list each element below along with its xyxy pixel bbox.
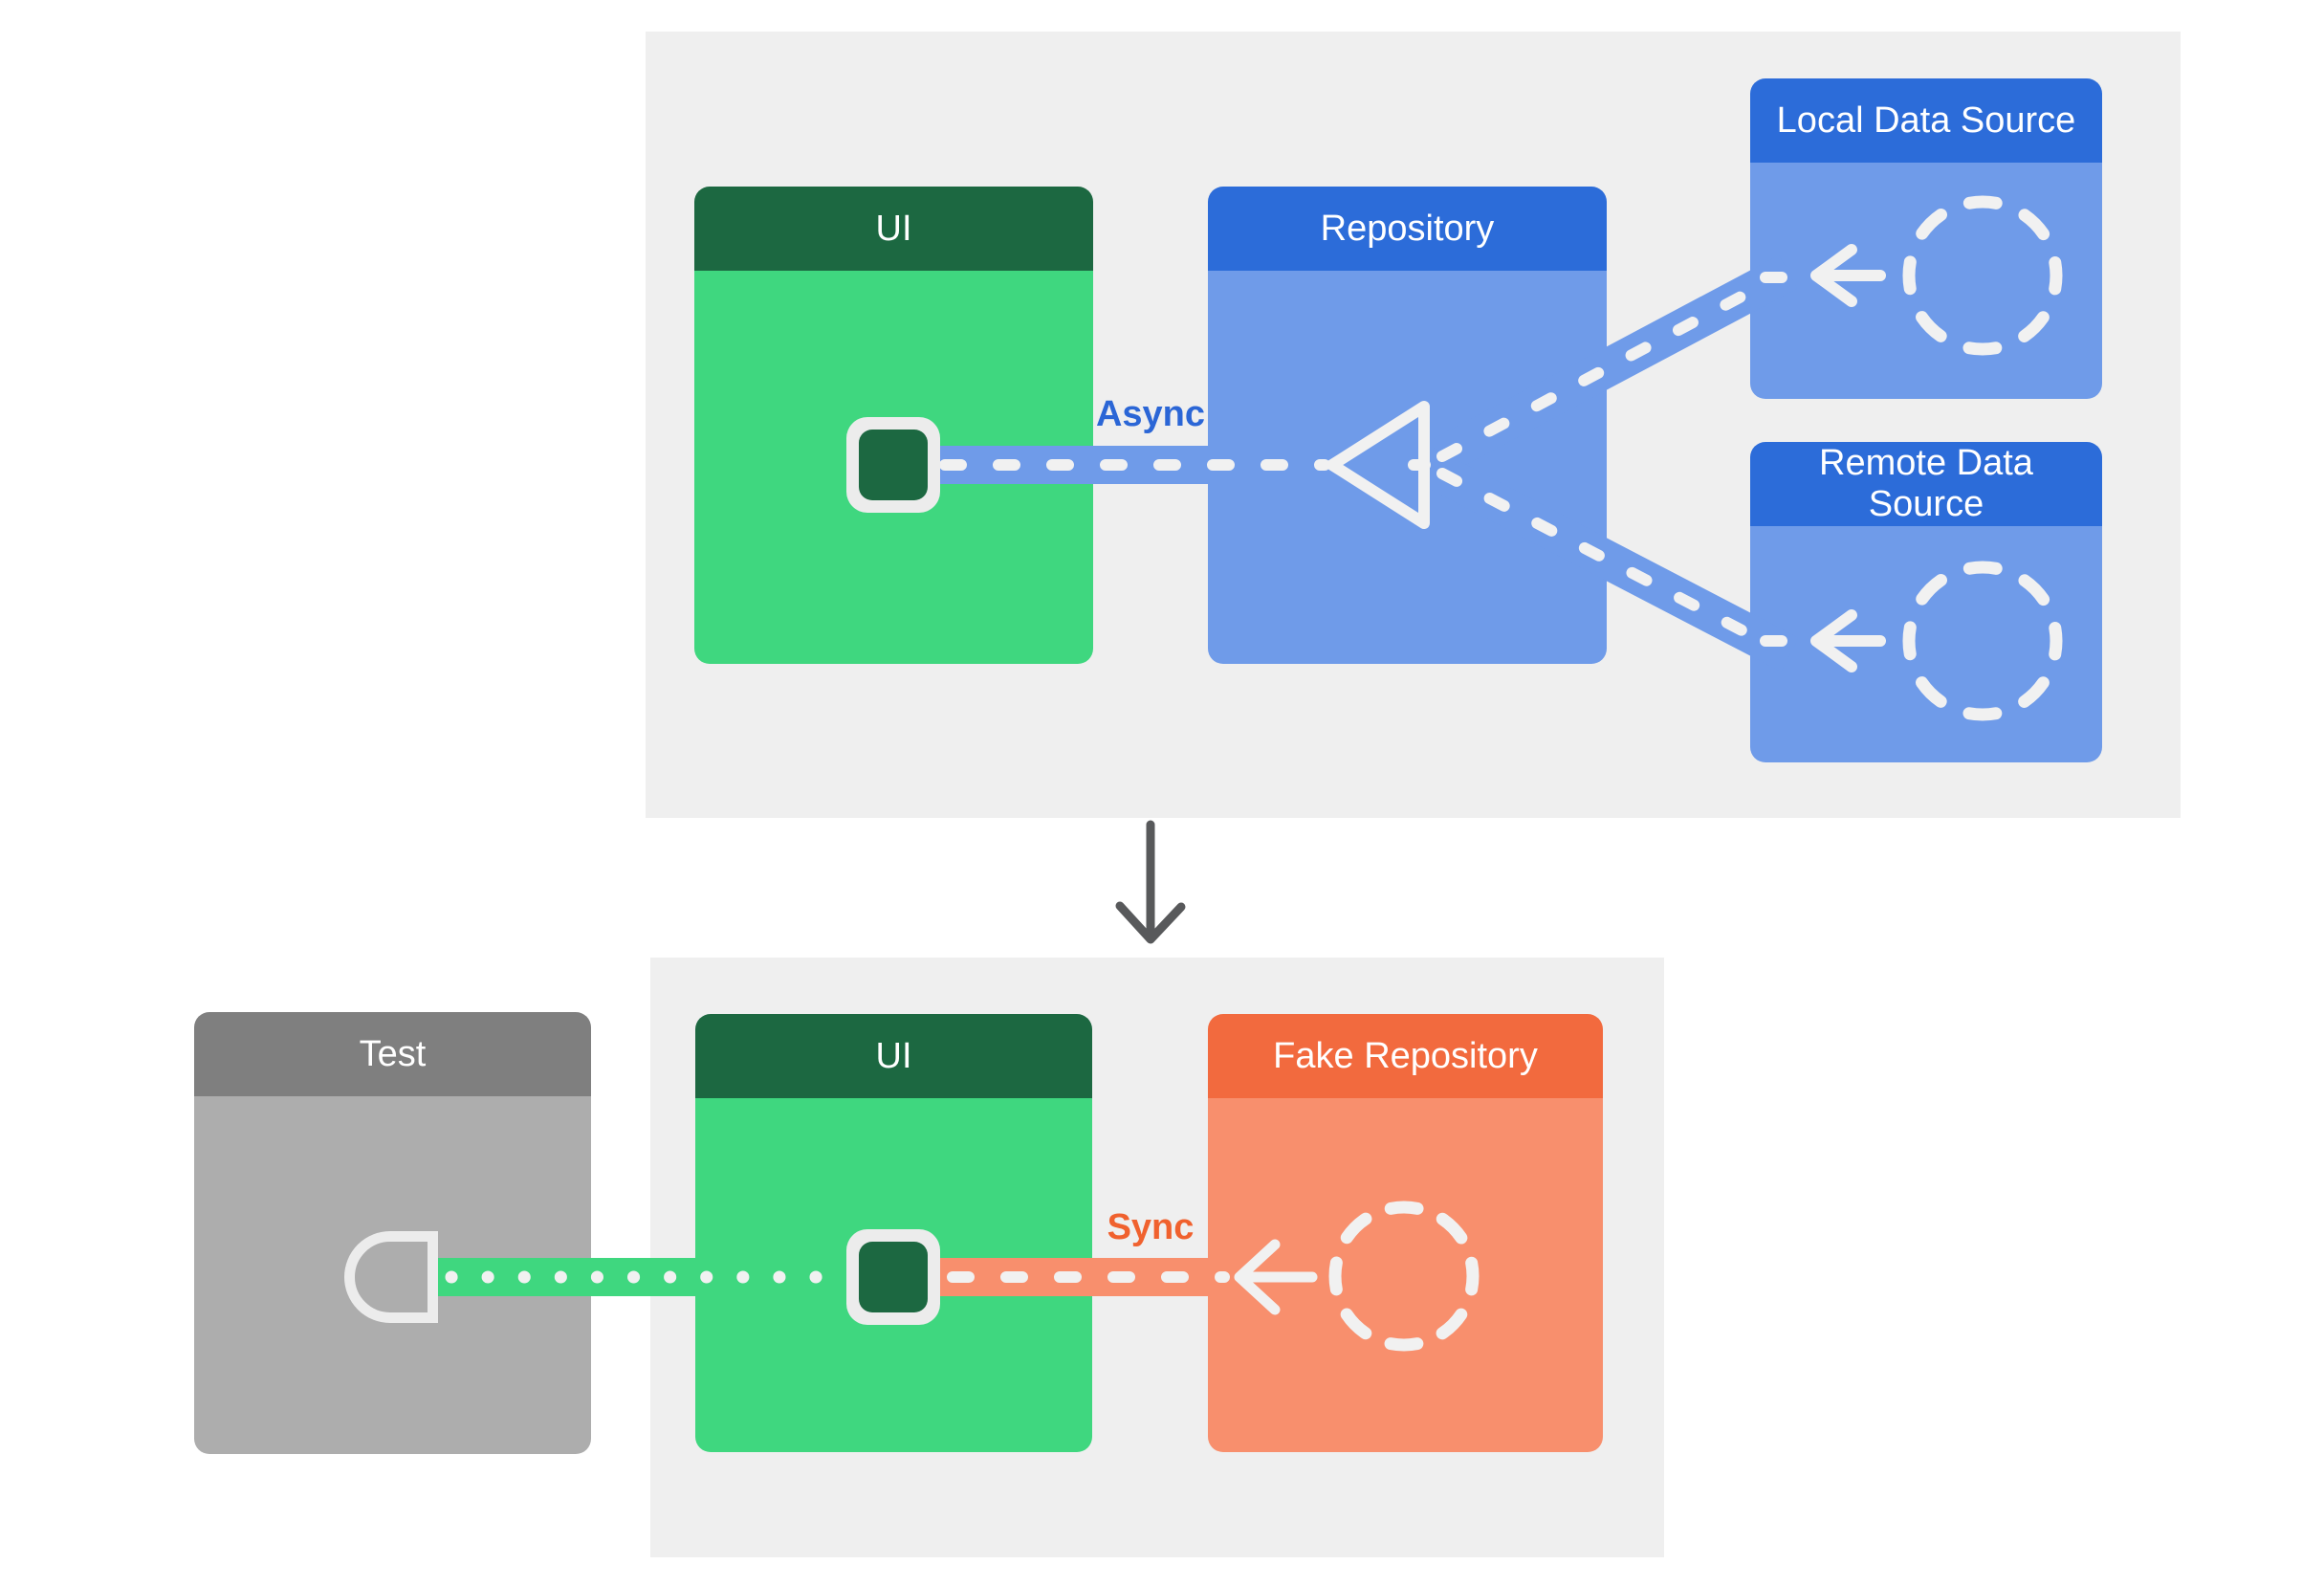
arrow-down-head [1115, 901, 1186, 944]
test-box-title: Test [359, 1033, 427, 1074]
fake-repository-header: Fake Repository [1208, 1014, 1603, 1098]
rounded-square-icon [846, 417, 940, 513]
dashed-circle-icon [1902, 195, 2063, 356]
remote-data-source-title: Remote Data Source [1819, 443, 2033, 524]
test-box-header: Test [194, 1012, 591, 1096]
rounded-square-icon [846, 1229, 940, 1325]
arrow-left-head-icon [1234, 1239, 1281, 1315]
arrow-left-head-icon [1810, 244, 1857, 307]
local-source-flow [1436, 195, 2063, 462]
fake-repository-title: Fake Repository [1273, 1035, 1538, 1076]
local-data-source-header: Local Data Source [1750, 78, 2102, 163]
arrow-left-head-icon [1810, 609, 1857, 672]
remote-dashed-line [1436, 468, 1757, 641]
test-connector-band [435, 1258, 856, 1296]
sync-flow [947, 1201, 1480, 1352]
local-data-source-box: Local Data Source [1750, 78, 2102, 399]
repository-box-title: Repository [1320, 208, 1495, 249]
sync-label: Sync [1107, 1207, 1195, 1247]
rounded-square-fill [859, 1242, 928, 1312]
remote-data-source-box: Remote Data Source [1750, 442, 2102, 762]
dashed-circle-icon [1328, 1201, 1480, 1352]
ui-box-header: UI [694, 187, 1093, 271]
local-data-source-title: Local Data Source [1776, 99, 2076, 141]
dashed-circle-icon [1902, 561, 2063, 721]
repository-box-header: Repository [1208, 187, 1607, 271]
local-data-source-body [1750, 163, 2102, 399]
arrow-down-icon [1115, 820, 1186, 944]
ui-box-title: UI [875, 208, 912, 249]
async-label: Async [1095, 394, 1206, 434]
rounded-square-fill [859, 430, 928, 500]
local-dashed-line [1436, 286, 1756, 462]
remote-source-flow [1436, 468, 2063, 721]
ui-box-under-test-title: UI [875, 1035, 912, 1076]
socket-d-icon [344, 1231, 438, 1323]
remote-data-source-header: Remote Data Source [1750, 442, 2102, 526]
remote-data-source-body [1750, 526, 2102, 762]
ui-box-under-test-header: UI [695, 1014, 1092, 1098]
